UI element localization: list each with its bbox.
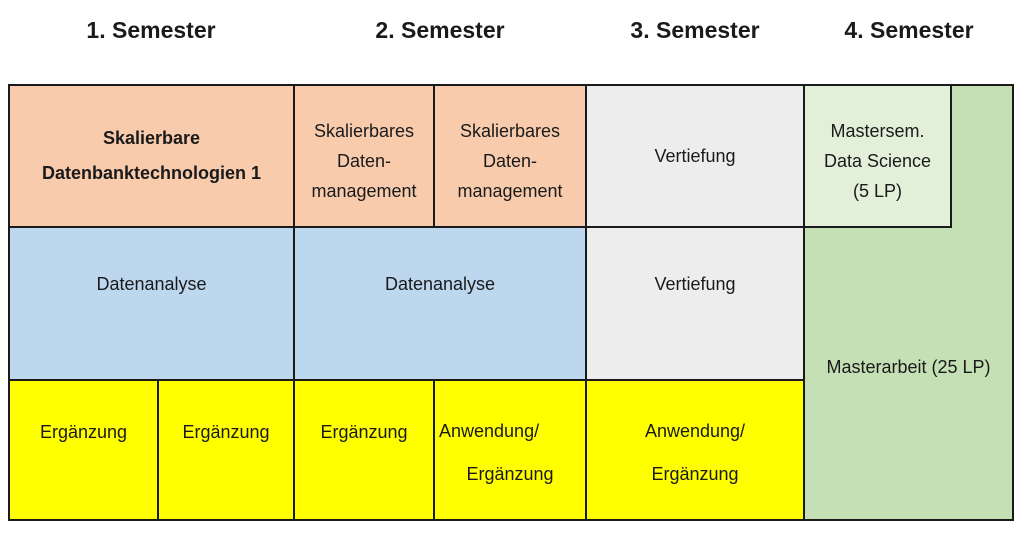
module-vertiefung-2-label: Vertiefung (654, 273, 736, 294)
module-skalierbares-datenmanagement-b: Skalierbares Daten- management (433, 84, 587, 228)
module-mastersem-line-3: (5 LP) (852, 181, 903, 201)
semester-header-3: 3. Semester (630, 17, 760, 43)
module-mastersem-line-1: Mastersem. (830, 121, 925, 141)
module-ergaenzung-3-label: Ergänzung (320, 422, 408, 442)
module-sdm-b-line-2: Daten- (482, 151, 538, 171)
module-sdm-a-line-1: Skalierbares (313, 121, 415, 141)
module-sdm-a-line-3: management (311, 181, 417, 201)
module-mastersem-line-2: Data Science (823, 151, 932, 171)
module-ergaenzung-1-label: Ergänzung (39, 422, 128, 442)
module-ergaenzung-1: Ergänzung (8, 379, 159, 521)
module-sdm-b-line-1: Skalierbares (459, 121, 561, 141)
module-vertiefung-1: Vertiefung (585, 84, 805, 228)
module-anwendung-ergaenzung-2: Anwendung/ Ergänzung (585, 379, 805, 521)
module-vertiefung-1-label: Vertiefung (654, 146, 736, 166)
module-masterarbeit-label: Masterarbeit (25 LP) (826, 356, 991, 377)
module-sdt1-line-1: Skalierbare (102, 128, 201, 148)
module-skalierbares-datenmanagement-a: Skalierbares Daten- management (293, 84, 435, 228)
module-anw-2-line-2: Ergänzung (651, 464, 739, 484)
module-ergaenzung-2: Ergänzung (157, 379, 295, 521)
module-anw-1-line-2: Ergänzung (466, 464, 554, 484)
module-sdm-b-line-3: management (457, 181, 563, 201)
module-datenanalyse-1-label: Datenanalyse (96, 273, 207, 294)
module-sdm-a-line-2: Daten- (336, 151, 392, 171)
module-sdt1-line-2: Datenbanktechnologien 1 (41, 163, 262, 183)
module-ergaenzung-3: Ergänzung (293, 379, 435, 521)
semester-header-1: 1. Semester (86, 17, 216, 43)
semester-header-2: 2. Semester (375, 17, 505, 43)
module-datenanalyse-2: Datenanalyse (293, 226, 587, 381)
module-anw-2-line-1: Anwendung/ (644, 421, 746, 441)
module-anwendung-ergaenzung-1: Anwendung/ Ergänzung (433, 379, 587, 521)
module-skalierbare-datenbanktechnologien-1: Skalierbare Datenbanktechnologien 1 (8, 84, 295, 228)
module-vertiefung-2: Vertiefung (585, 226, 805, 381)
semester-header-4: 4. Semester (844, 17, 974, 43)
module-anw-1-line-1: Anwendung/ (439, 421, 540, 441)
module-ergaenzung-2-label: Ergänzung (182, 422, 270, 442)
module-datenanalyse-2-label: Datenanalyse (384, 273, 496, 294)
module-datenanalyse-1: Datenanalyse (8, 226, 295, 381)
module-mastersem-data-science: Mastersem. Data Science (5 LP) (803, 84, 952, 228)
